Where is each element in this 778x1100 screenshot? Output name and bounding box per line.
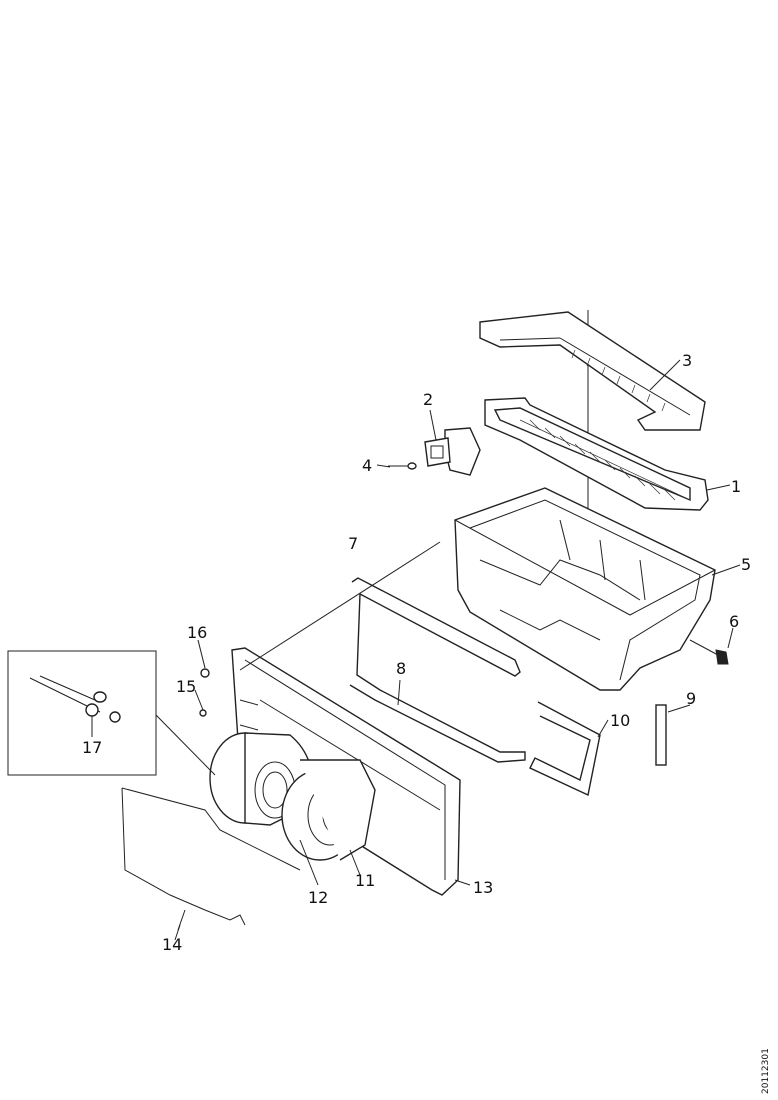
callout-16: 16: [187, 623, 207, 642]
callout-5: 5: [741, 555, 751, 574]
callout-14: 14: [162, 935, 182, 954]
callout-15: 15: [176, 677, 196, 696]
callout-6: 6: [729, 612, 739, 631]
part-16-screw: [200, 668, 210, 678]
part-9-seal: [655, 704, 667, 766]
part-10-gasket: [529, 701, 601, 797]
drawing-code: 20112301: [761, 1048, 771, 1094]
callout-11: 11: [355, 871, 375, 890]
callout-7: 7: [348, 534, 358, 553]
callout-3: 3: [682, 351, 692, 370]
callout-9: 9: [686, 689, 696, 708]
part-3-air-duct: [479, 311, 706, 431]
callout-10: 10: [610, 711, 630, 730]
callout-1: 1: [731, 477, 741, 496]
part-4-screw: [388, 462, 417, 470]
part-11-blower-fan: [281, 759, 376, 861]
part-2-gasket: [424, 437, 451, 467]
callout-2: 2: [423, 390, 433, 409]
part-15-screw: [199, 709, 207, 717]
leader-lines: [174, 359, 741, 941]
callout-12: 12: [308, 888, 328, 907]
callout-17: 17: [82, 738, 102, 757]
part-6-bolt: [689, 639, 729, 665]
part-1-heater-core: [444, 397, 709, 511]
part-5-housing: [454, 487, 716, 691]
callout-4: 4: [362, 456, 372, 475]
callout-13: 13: [473, 878, 493, 897]
callout-8: 8: [396, 659, 406, 678]
inset-detail-box: [7, 650, 216, 776]
part-8-seal: [349, 577, 526, 763]
